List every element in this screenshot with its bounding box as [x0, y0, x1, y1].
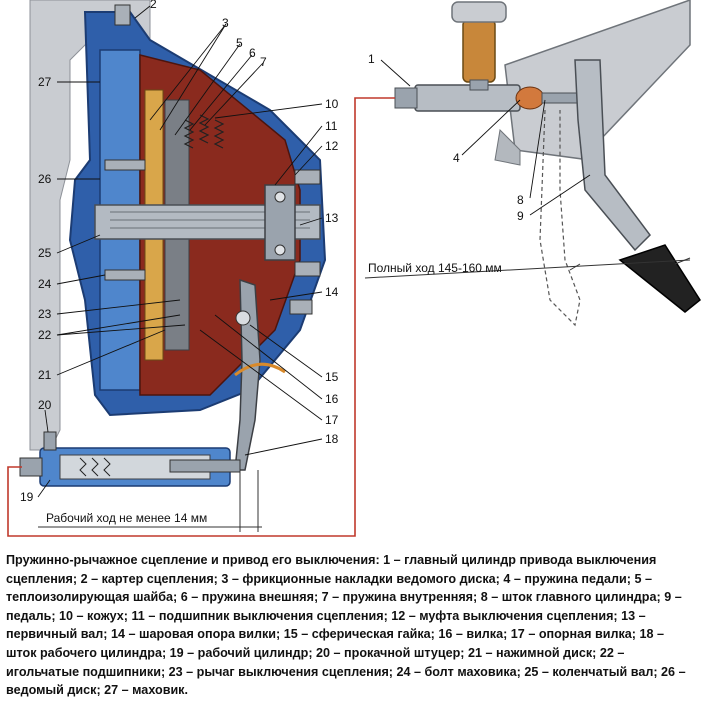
slave-cylinder: [19, 431, 241, 487]
cylinder-travel-label: Рабочий ход не менее 14 мм: [46, 511, 207, 525]
callout-18: 18: [325, 432, 339, 446]
callout-1: 1: [368, 52, 375, 66]
callout-26: 26: [38, 172, 52, 186]
callout-2: 2: [150, 0, 157, 11]
callout-14: 14: [325, 285, 339, 299]
callout-8: 8: [517, 193, 524, 207]
cylinder-travel-dimension: [38, 470, 262, 532]
callout-19: 19: [20, 490, 34, 504]
pedal-lever: [574, 59, 651, 252]
callout-7: 7: [260, 55, 267, 69]
fork-return-spring: [234, 362, 286, 377]
callout-23: 23: [38, 307, 52, 321]
callout-24: 24: [38, 277, 52, 291]
callout-4: 4: [453, 151, 460, 165]
hydraulic-line: [7, 97, 395, 537]
callout-22: 22: [38, 328, 52, 342]
engine-block: [29, 0, 151, 451]
pressure-springs: [183, 114, 225, 149]
callout-16: 16: [325, 392, 339, 406]
pedal-pad: [618, 244, 701, 313]
callout-21: 21: [38, 368, 52, 382]
leader-lines: [37, 5, 591, 498]
callout-27: 27: [38, 75, 52, 89]
callout-17: 17: [325, 413, 339, 427]
callout-13: 13: [325, 211, 339, 225]
callout-11: 11: [325, 119, 338, 133]
callout-3: 3: [222, 16, 229, 30]
master-cylinder: [394, 1, 595, 112]
callout-20: 20: [38, 398, 52, 412]
callout-15: 15: [325, 370, 339, 384]
callout-12: 12: [325, 139, 339, 153]
callout-10: 10: [325, 97, 339, 111]
pedal-travel-dimension: [364, 257, 691, 279]
figure-caption: Пружинно-рычажное сцепление и привод его…: [6, 553, 686, 698]
pedal-pressed-outline: [539, 109, 581, 327]
callout-6: 6: [249, 46, 256, 60]
pedal-travel-label: Полный ход 145-160 мм: [368, 261, 502, 275]
clutch-diagram: Полный ход 145-160 мм Рабочий ход не мен…: [7, 0, 701, 537]
flywheel-bolts: [104, 4, 321, 315]
callout-5: 5: [236, 36, 243, 50]
callout-25: 25: [38, 246, 52, 260]
callout-9: 9: [517, 209, 524, 223]
